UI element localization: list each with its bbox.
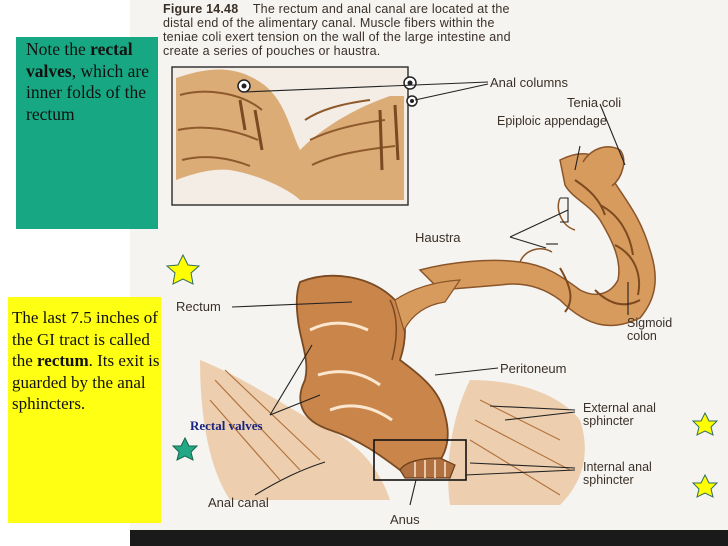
- sigmoid-colon-haustra: [418, 146, 656, 327]
- star-decoration-yellow-bottom: [691, 473, 719, 498]
- bottom-shadow: [130, 530, 728, 546]
- caption-line-1: The rectum and anal canal are located at…: [252, 2, 510, 16]
- label-anal-canal: Anal canal: [208, 495, 269, 510]
- caption-line-3: teniae coli exert tension on the wall of…: [163, 30, 511, 44]
- star-decoration-yellow-top: [165, 253, 201, 285]
- rectal-valves-note: Note the rectal valves, which are inner …: [16, 37, 158, 229]
- yellow-note-text-1: The last 7.5 inches of the GI tract is c…: [12, 308, 158, 371]
- caption-line-2: distal end of the alimentary canal. Musc…: [163, 16, 495, 30]
- label-anal-columns: Anal columns: [490, 75, 569, 90]
- yellow-note-text-2: . Its exit is guarded by the anal sphinc…: [12, 351, 160, 414]
- label-epiploic-appendage: Epiploic appendage: [497, 114, 607, 128]
- green-note-bold: rectal valves: [26, 39, 133, 81]
- label-external-anal-sphincter: External anal sphincter: [583, 401, 656, 428]
- label-rectum: Rectum: [176, 299, 221, 314]
- green-note-comma: ,: [71, 60, 77, 81]
- caption-line-4: create a series of pouches or haustra.: [163, 44, 381, 58]
- anal-canal-tissue: [399, 457, 456, 479]
- star-decoration-green: [171, 436, 199, 461]
- label-anus: Anus: [390, 512, 420, 527]
- anal-canal-box: [373, 439, 467, 481]
- label-rectal-valves: Rectal valves: [190, 418, 263, 433]
- label-haustra: Haustra: [415, 230, 461, 245]
- label-sigmoid-colon: Sigmoid colon: [627, 316, 673, 343]
- star-decoration-yellow-right: [691, 411, 719, 436]
- yellow-note-bold: rectum: [37, 351, 89, 371]
- anal-canal-folds: [414, 460, 446, 478]
- leader-lines: [231, 81, 629, 506]
- green-note-text-1: Note the: [26, 39, 86, 59]
- figure-number: Figure 14.48: [163, 2, 239, 16]
- label-tenia-coli: Tenia coli: [567, 95, 622, 110]
- rectosigmoid-junction: [394, 279, 462, 332]
- figure-caption: Figure 14.48 The rectum and anal canal a…: [163, 0, 723, 58]
- rectum-definition-note: The last 7.5 inches of the GI tract is c…: [8, 297, 161, 523]
- anal-column-inset: [171, 66, 418, 206]
- green-note-text-2: which are inner folds of the rectum: [26, 60, 149, 124]
- label-internal-anal-sphincter: Internal anal sphincter: [583, 460, 652, 487]
- label-peritoneum: Peritoneum: [500, 361, 567, 376]
